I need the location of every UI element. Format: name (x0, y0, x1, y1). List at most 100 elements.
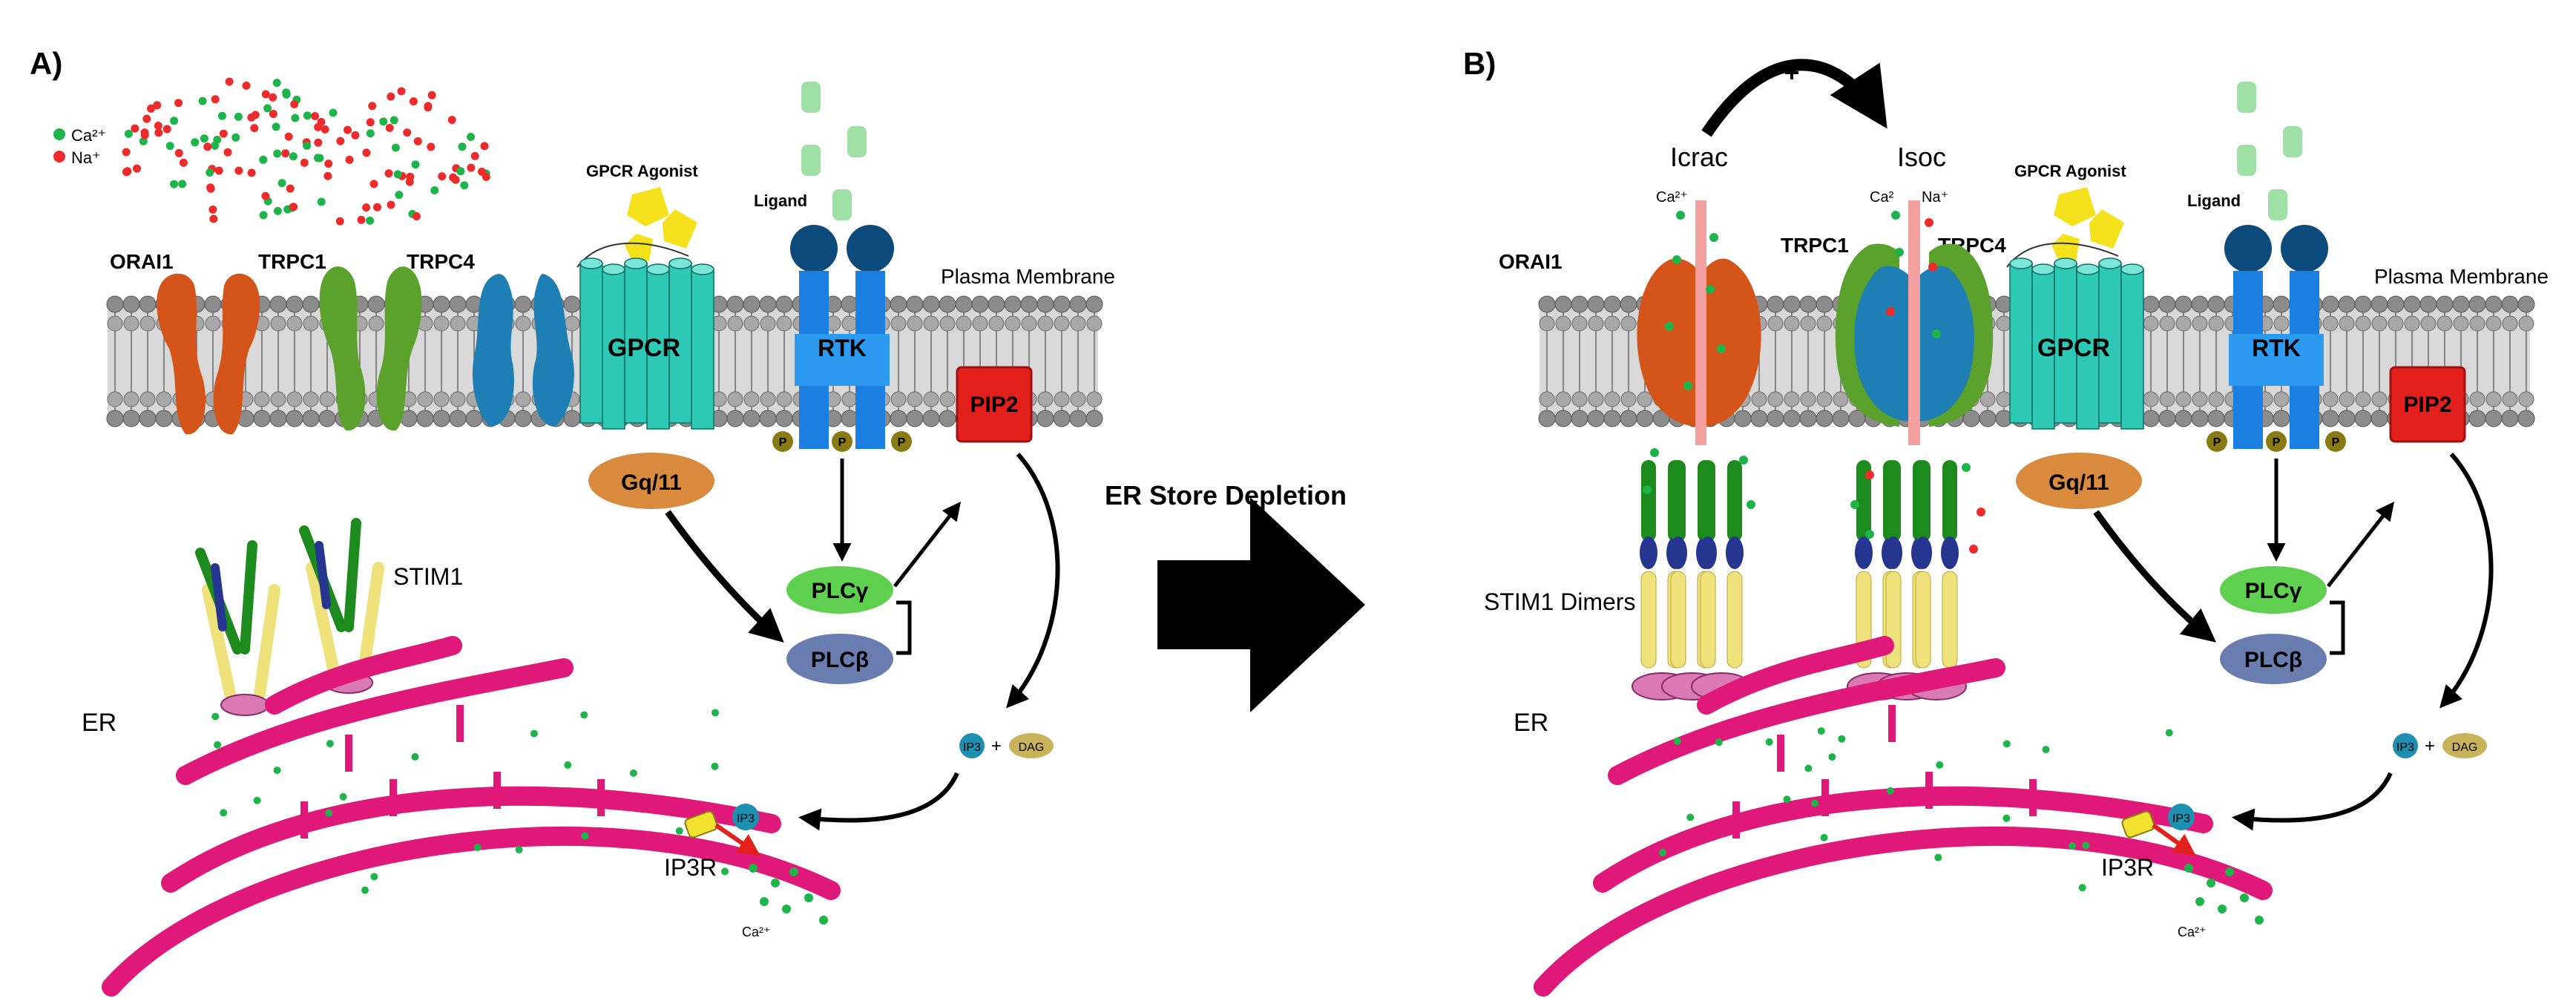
lipid-head (2322, 391, 2339, 407)
lipid-head (1004, 295, 1022, 313)
gpcr-label-b: GPCR (2037, 334, 2110, 362)
released-calcium-dot (749, 864, 758, 873)
lipid-head (2354, 295, 2372, 313)
lipid-head (2355, 315, 2371, 332)
ion-dot (460, 181, 469, 190)
lipid-head (2468, 295, 2486, 313)
ion-dot (458, 142, 467, 151)
stim1-coil (1726, 571, 1743, 669)
icrac-label: Icrac (1670, 142, 1728, 172)
pip2-box-b (2389, 366, 2466, 443)
lipid-head (303, 391, 319, 407)
gpcr-helix-top (2120, 263, 2144, 275)
lipid-head (449, 410, 467, 427)
ion-dot (217, 111, 226, 120)
ion-dot (456, 167, 465, 176)
ion-dot (303, 111, 312, 120)
stim1-coil (1942, 571, 1958, 669)
phosphate-label: P (2213, 436, 2221, 449)
lipid-head (1005, 315, 1021, 332)
ion-dot (467, 163, 476, 172)
lipid-head (727, 391, 743, 407)
stim1-coil (1915, 571, 1931, 669)
lipid-head (2159, 315, 2175, 332)
lipid-head (2469, 315, 2485, 332)
lipid-head (1020, 295, 1038, 313)
legend-ca-label: Ca²⁺ (71, 126, 106, 145)
lipid-head (286, 410, 303, 427)
stim1-coil (358, 562, 384, 677)
lipid-head (2158, 295, 2176, 313)
released-calcium-b (2184, 864, 2264, 925)
er-calcium (1765, 738, 1773, 746)
influx-ion (1928, 263, 1937, 272)
lipid-head (286, 391, 303, 407)
lipid-head (2191, 295, 2209, 313)
lipid-head (776, 315, 792, 332)
lipid-head (253, 410, 271, 427)
orai1-open-channel (1637, 258, 1695, 427)
lipid-head (743, 391, 760, 407)
lipid-head (906, 295, 924, 313)
lipid-head (1538, 410, 1556, 427)
ion-dot (261, 191, 270, 200)
lipid-head (2339, 391, 2355, 407)
ion-dot (206, 168, 214, 177)
ion-dot (154, 122, 162, 130)
ion-dot (140, 128, 149, 137)
lipid-head (841, 391, 858, 407)
ion-dot (335, 217, 344, 226)
lipid-head (2404, 315, 2420, 332)
ion-dot (191, 138, 200, 147)
ion-dot (438, 172, 447, 181)
ion-dot (272, 122, 280, 131)
icrac-isoc-arrow (1701, 59, 1887, 137)
lipid-head (1587, 410, 1605, 427)
lipid-head (743, 410, 760, 427)
lipid-head (1069, 410, 1087, 427)
lipid-head (2355, 391, 2371, 407)
lipid-head (743, 315, 760, 332)
er-membrane (1697, 636, 1894, 715)
lipid-head (2517, 410, 2535, 427)
lipid-head (433, 315, 450, 332)
lipid-head (939, 391, 956, 407)
ion-dot (139, 137, 148, 145)
lipid-head (155, 410, 173, 427)
gpcr-helix (2054, 263, 2077, 424)
panel-a: A) Ca²⁺ Na⁺ ORAI1 TRPC1 TRPC4 GPCR Agoni… (30, 46, 1115, 997)
gpcr-helix-top (579, 257, 603, 269)
ion-dot (213, 135, 222, 144)
influx-ion (1850, 500, 1859, 509)
rtk-ligand-binding-domain (2224, 225, 2272, 272)
gpcr-receptor-b (2006, 242, 2144, 430)
lipid-head (2371, 391, 2388, 407)
lipid-head (972, 315, 988, 332)
er-calcium (214, 741, 222, 749)
stim1-domain (1885, 536, 1902, 569)
er-membrane (1593, 786, 2213, 893)
er-calcium (1828, 753, 1836, 761)
lipid-head (2142, 410, 2160, 427)
er-calcium (211, 712, 220, 721)
lipid-head (2420, 315, 2437, 332)
lipid-head (2502, 391, 2518, 407)
trpc-pore (1908, 200, 1920, 445)
released-calcium-dot (2207, 879, 2215, 887)
ion-dot (269, 93, 277, 102)
lipid-head (2518, 315, 2534, 332)
phosphate-label: P (838, 436, 847, 449)
ion-dot (131, 124, 139, 133)
stim1-domain (1941, 536, 1959, 569)
ligand-block-b-3 (2237, 145, 2256, 176)
stim1-domain (1942, 460, 1957, 542)
ion-dot (317, 197, 326, 206)
lipid-head (107, 391, 123, 407)
lipid-head (2419, 295, 2437, 313)
ion-dot (366, 216, 375, 225)
lipid-head (1832, 410, 1850, 427)
released-ca-label-b: Ca²⁺ (2178, 925, 2207, 939)
ion-dot (247, 168, 256, 177)
lipid-head (760, 391, 776, 407)
ip3r-release-arrow (714, 823, 760, 856)
